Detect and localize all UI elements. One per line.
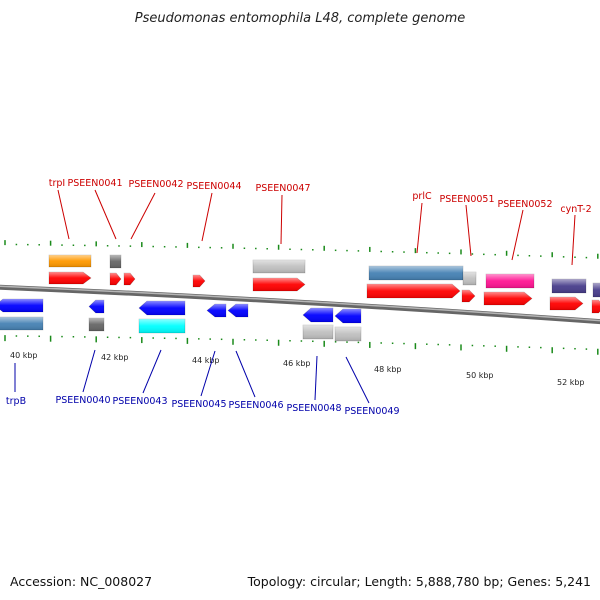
accession-text: Accession: NC_008027 (10, 574, 152, 589)
kbp-label-48: 48 kbp (374, 365, 402, 374)
kbp-label-46: 46 kbp (283, 359, 311, 368)
PSEEN0048-protein-box (302, 324, 334, 340)
reverse-gene-labels: trpB PSEEN0040 PSEEN0043 PSEEN0045 PSEEN… (6, 395, 400, 417)
kbp-scale: 40 kbp 42 kbp 44 kbp 46 kbp 48 kbp 50 kb… (10, 351, 585, 387)
label-PSEEN0052: PSEEN0052 (497, 199, 552, 210)
kbp-label-42: 42 kbp (101, 353, 129, 362)
label-PSEEN0043: PSEEN0043 (112, 396, 167, 407)
PSEEN0044-gene-arrow (192, 274, 206, 288)
PSEEN0046-gene-arrow (227, 303, 249, 318)
genome-backbone (0, 284, 600, 325)
PSEEN0049-gene-arrow (334, 308, 362, 324)
PSEEN0051-protein-box (462, 271, 477, 286)
trpI-protein-box (48, 254, 92, 268)
label-PSEEN0051: PSEEN0051 (439, 194, 494, 205)
PSEEN0045-gene-arrow (206, 303, 227, 318)
PSEEN0047-protein-box (252, 259, 306, 274)
kbp-label-50: 50 kbp (466, 371, 494, 380)
PSEEN0052-protein-box (485, 273, 535, 289)
PSEEN0051-gene-arrow (461, 289, 476, 303)
map-title: Pseudomonas entomophila L48, complete ge… (135, 11, 466, 26)
kbp-label-52: 52 kbp (557, 378, 585, 387)
PSEEN0048-gene-arrow (302, 307, 334, 323)
genome-summary-text: Topology: circular; Length: 5,888,780 bp… (247, 574, 591, 589)
label-leaders (14, 189, 576, 404)
label-PSEEN0042: PSEEN0042 (128, 179, 183, 190)
edge-protein-box (592, 282, 600, 298)
PSEEN0040-gene-arrow (88, 299, 105, 314)
PSEEN0041-gene-arrow (109, 272, 122, 286)
label-PSEEN0045: PSEEN0045 (171, 399, 226, 410)
cynT-2-protein-box (551, 278, 587, 294)
label-PSEEN0047: PSEEN0047 (255, 183, 310, 194)
trpB-protein-box (0, 316, 44, 331)
kbp-label-40: 40 kbp (10, 351, 38, 360)
label-PSEEN0049: PSEEN0049 (344, 406, 399, 417)
label-PSEEN0041: PSEEN0041 (67, 178, 122, 189)
label-trpB: trpB (6, 396, 26, 407)
PSEEN0047-gene-arrow (252, 277, 306, 292)
forward-gene-labels: trpI PSEEN0041 PSEEN0042 PSEEN0044 PSEEN… (49, 178, 592, 215)
prlC-protein-box (368, 265, 464, 281)
PSEEN0043-protein-box (138, 318, 186, 334)
PSEEN0052-gene-arrow (483, 291, 533, 306)
label-PSEEN0046: PSEEN0046 (228, 400, 283, 411)
label-cynT-2: cynT-2 (560, 204, 591, 215)
PSEEN0042-gene-arrow (123, 272, 136, 286)
PSEEN0040-protein-box (88, 317, 105, 332)
label-prlC: prlC (412, 191, 432, 202)
cynT-2-gene-arrow (549, 296, 584, 311)
PSEEN0041-protein-box (109, 254, 122, 269)
gene-features (0, 254, 600, 342)
label-PSEEN0044: PSEEN0044 (186, 181, 241, 192)
label-PSEEN0048: PSEEN0048 (286, 403, 341, 414)
prlC-gene-arrow (366, 283, 461, 299)
PSEEN0049-protein-box (334, 326, 362, 342)
label-trpI: trpI (49, 178, 65, 189)
kbp-label-44: 44 kbp (192, 356, 220, 365)
tick-marks (4, 240, 599, 355)
edge-gene-arrow (591, 299, 600, 314)
trpI-gene-arrow (48, 271, 92, 285)
label-PSEEN0040: PSEEN0040 (55, 395, 110, 406)
trpB-gene-arrow (0, 298, 44, 313)
PSEEN0043-gene-arrow (138, 300, 186, 316)
